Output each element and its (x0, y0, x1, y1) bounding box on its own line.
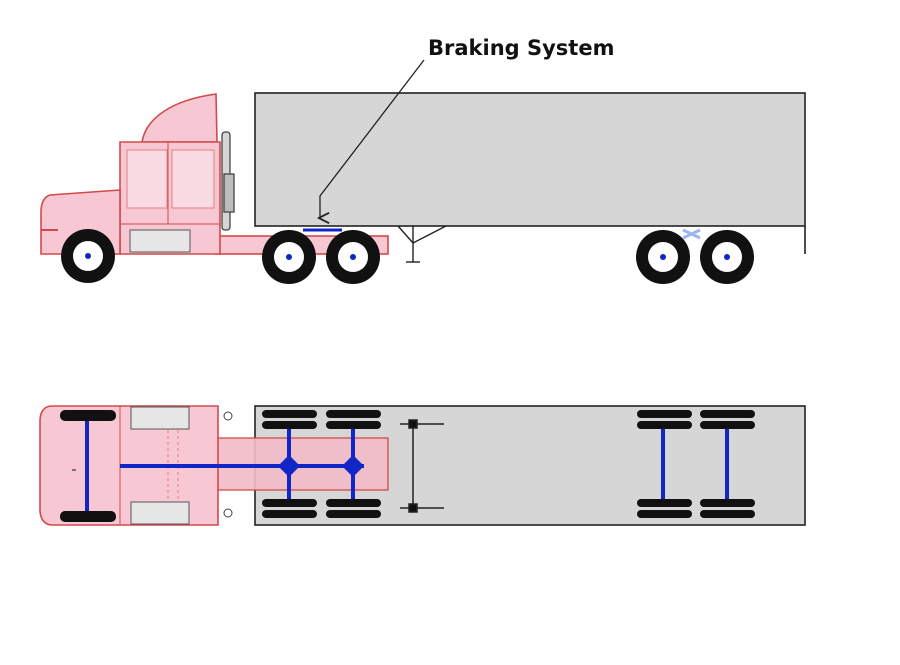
braking-system-leader (320, 59, 425, 218)
wheel-drive-2 (326, 230, 380, 284)
fuel-tank-top-lower (130, 501, 190, 525)
roof-fairing (141, 93, 218, 143)
trailer-axle-tires (637, 410, 755, 518)
side-view (40, 59, 806, 284)
front-axle-tires (60, 410, 116, 522)
top-view (39, 405, 806, 526)
braking-system-label: Braking System (428, 36, 615, 60)
exhaust-stack (221, 131, 235, 231)
fuel-tank-top-upper (130, 406, 190, 430)
drive-axle-tires (262, 410, 381, 518)
fuel-tank (129, 229, 191, 253)
wheel-front-steer (61, 229, 115, 283)
side-window-rear (171, 149, 215, 209)
trailer-side-body (254, 92, 806, 227)
mirror-right (223, 508, 233, 518)
side-window-front (126, 149, 168, 209)
wheel-drive-1 (262, 230, 316, 284)
landing-gear-top (400, 419, 444, 513)
brake-valves (278, 455, 364, 477)
mirror-left (223, 411, 233, 421)
landing-gear (397, 225, 447, 263)
wheel-trailer-1 (636, 230, 690, 284)
wheel-trailer-2 (700, 230, 754, 284)
trailer-axle-brake-chamber (682, 228, 701, 240)
brake-lines (85, 421, 729, 511)
